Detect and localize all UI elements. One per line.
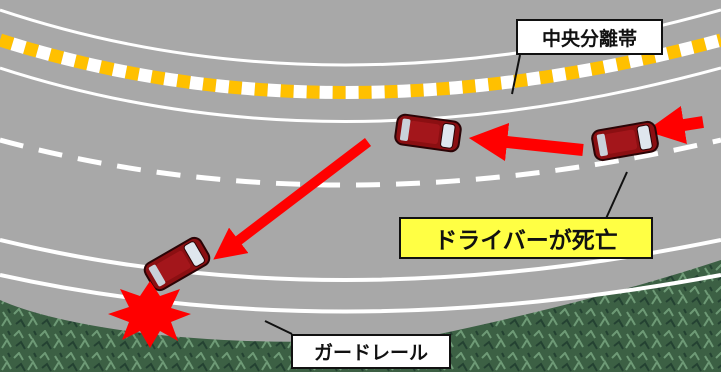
arrow-icon: [213, 138, 372, 260]
median-label: 中央分離帯: [516, 19, 663, 55]
arrow-icon: [646, 106, 704, 144]
arrow-icon: [468, 122, 584, 162]
lane-divider-dashed: [0, 137, 721, 188]
driver-leader-line: [603, 171, 628, 224]
lane-line-inner: [0, 66, 721, 123]
guardrail-line: [0, 273, 721, 314]
median-strip: [0, 33, 721, 99]
median-strip-alt: [0, 33, 721, 99]
guardrail-leader-line: [264, 320, 293, 335]
driver-outcome-label: ドライバーが死亡: [399, 217, 653, 259]
crash-burst-icon: [108, 281, 191, 348]
guardrail-label: ガードレール: [291, 334, 451, 369]
lane-edge-line-bottom: [0, 238, 721, 282]
median-leader-line: [511, 54, 521, 95]
